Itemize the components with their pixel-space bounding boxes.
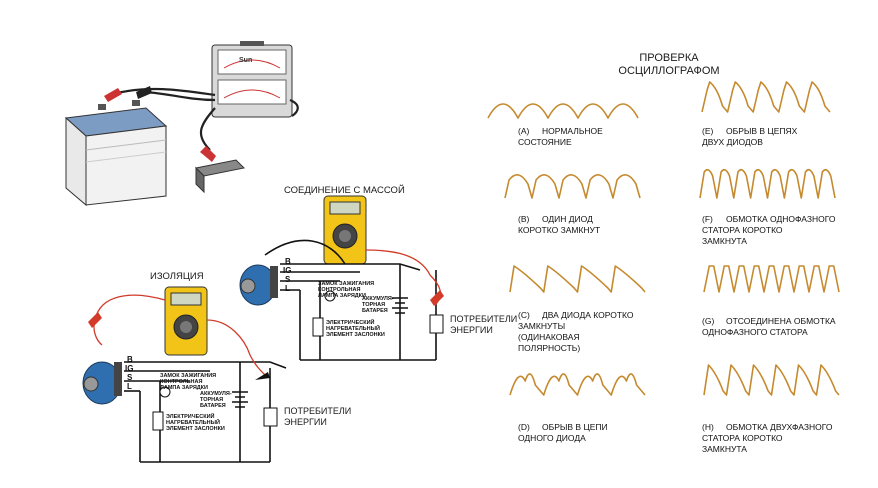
waveform-caption-c: (C)ДВА ДИОДА КОРОТКО ЗАМКНУТЫ (ОДИНАКОВА… bbox=[518, 310, 634, 353]
probe-tip-top bbox=[430, 290, 444, 306]
battery-illustration bbox=[64, 100, 168, 207]
charger-tester bbox=[211, 41, 293, 118]
terminal-s-bottom: S bbox=[127, 373, 133, 382]
waveform-trace-a bbox=[487, 103, 639, 119]
waveform-caption-e: (E)ОБРЫВ В ЦЕПЯХ ДВУХ ДИОДОВ bbox=[702, 126, 798, 147]
heater-label-bottom: ЭЛЕКТРИЧЕСКИЙ НАГРЕВАТЕЛЬНЫЙ ЭЛЕМЕНТ ЗАС… bbox=[166, 414, 225, 432]
charger-brand: Sun bbox=[239, 57, 253, 64]
waveform-caption-g: (G)ОТСОЕДИНЕНА ОБМОТКА ОДНОФАЗНОГО СТАТО… bbox=[702, 316, 836, 337]
consumers-label-top: ПОТРЕБИТЕЛИ ЭНЕРГИИ bbox=[450, 314, 518, 335]
wiring-bottom bbox=[124, 361, 287, 463]
waveform-caption-f: (F)ОБМОТКА ОДНОФАЗНОГО СТАТОРА КОРОТКО З… bbox=[702, 214, 836, 246]
battery-symbol-top bbox=[392, 297, 408, 314]
terminal-l-top: L bbox=[285, 284, 290, 293]
terminal-ig-bottom: IG bbox=[125, 364, 134, 373]
consumer-box-top bbox=[429, 314, 444, 334]
waveform-trace-f bbox=[699, 168, 836, 199]
waveform-trace-h bbox=[703, 364, 840, 396]
lamp-top bbox=[324, 290, 336, 302]
probe-tip-bottom bbox=[88, 312, 102, 328]
ignition-label-bottom: ЗАМОК ЗАЖИГАНИЯ КОНТРОЛЬНАЯ ЛАМПА ЗАРЯДК… bbox=[160, 373, 217, 391]
insulation-label: ИЗОЛЯЦИЯ bbox=[150, 271, 204, 282]
waveform-group bbox=[487, 81, 840, 396]
waveform-trace-c bbox=[509, 265, 646, 293]
waveform-caption-b: (B)ОДИН ДИОД КОРОТКО ЗАМКНУТ bbox=[518, 214, 601, 235]
waveform-trace-e bbox=[701, 81, 831, 113]
probe-wire-bottom-left bbox=[93, 294, 166, 346]
alternator-bottom bbox=[82, 361, 122, 405]
battery-label-top: АККУМУЛЯ- ТОРНАЯ БАТАРЕЯ bbox=[362, 296, 394, 314]
alternator-top bbox=[239, 264, 278, 306]
waveform-caption-h: (H)ОБМОТКА ДВУХФАЗНОГО СТАТОРА КОРОТКО З… bbox=[702, 422, 833, 454]
heater-label-top: ЭЛЕКТРИЧЕСКИЙ НАГРЕВАТЕЛЬНЫЙ ЭЛЕМЕНТ ЗАС… bbox=[326, 320, 385, 338]
terminal-s-top: S bbox=[285, 275, 291, 284]
meter-top bbox=[323, 195, 367, 265]
page-title: ПРОВЕРКА ОСЦИЛЛОГРАФОМ bbox=[618, 52, 720, 77]
lamp-bottom bbox=[159, 386, 171, 398]
waveform-caption-a: (A)НОРМАЛЬНОЕ СОСТОЯНИЕ bbox=[518, 126, 603, 147]
terminal-l-bottom: L bbox=[127, 382, 132, 391]
waveform-trace-g bbox=[703, 265, 840, 293]
heater-bottom bbox=[152, 411, 164, 431]
terminal-b-top: B bbox=[285, 257, 291, 266]
waveform-trace-b bbox=[504, 174, 641, 199]
consumers-label-bottom: ПОТРЕБИТЕЛИ ЭНЕРГИИ bbox=[284, 406, 352, 427]
ground-connection-label: СОЕДИНЕНИЕ С МАССОЙ bbox=[284, 185, 405, 196]
probe-wire-bottom bbox=[206, 319, 266, 376]
heater-top bbox=[312, 317, 324, 337]
battery-clamps bbox=[104, 86, 216, 162]
terminal-ig-top: IG bbox=[283, 266, 292, 275]
ignition-label-top: ЗАМОК ЗАЖИГАНИЯ КОНТРОЛЬНАЯ ЛАМПА ЗАРЯДК… bbox=[318, 281, 375, 299]
terminal-b-bottom: B bbox=[127, 355, 133, 364]
ground-bracket bbox=[194, 159, 246, 194]
consumer-box-bottom bbox=[263, 407, 278, 427]
battery-label-bottom: АККУМУЛЯ- ТОРНАЯ БАТАРЕЯ bbox=[200, 391, 232, 409]
wiring-top bbox=[264, 239, 437, 361]
battery-symbol-bottom bbox=[232, 391, 248, 408]
meter-bottom bbox=[164, 286, 208, 356]
waveform-caption-d: (D)ОБРЫВ В ЦЕПИ ОДНОГО ДИОДА bbox=[518, 422, 608, 443]
arrow-bottom bbox=[255, 372, 270, 380]
waveform-trace-d bbox=[509, 373, 646, 396]
